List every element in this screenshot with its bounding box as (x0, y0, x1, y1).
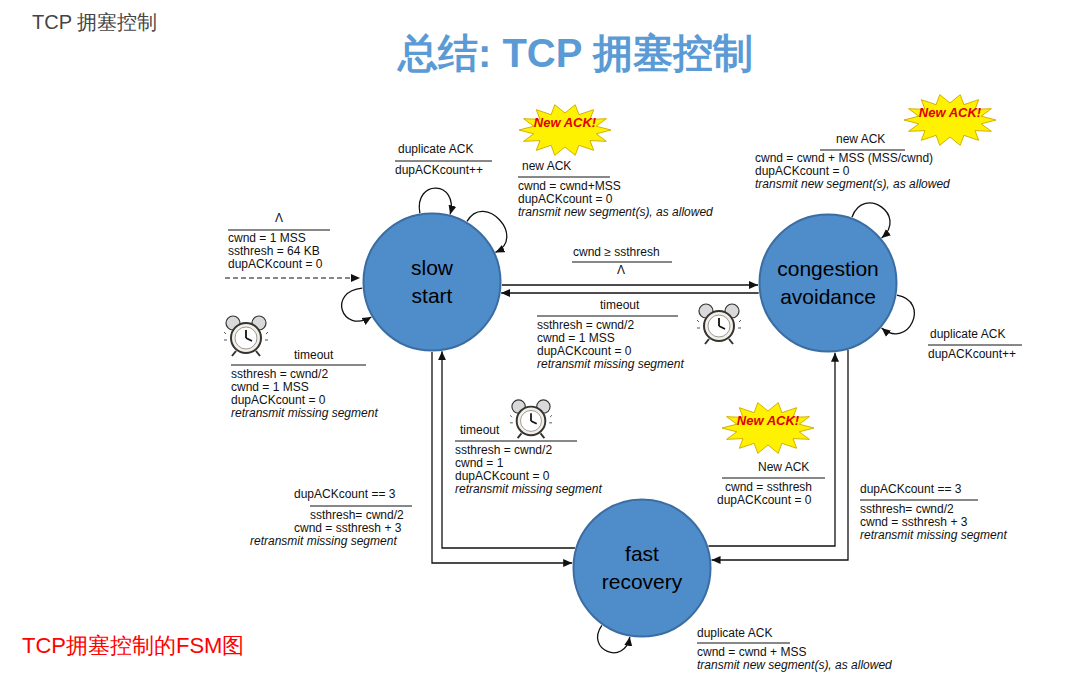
action-text: ssthresh= cwnd/2 (860, 503, 954, 516)
action-text: dupACKcount = 0 (228, 258, 322, 271)
action-text: Λ (617, 264, 625, 277)
header-label: TCP 拥塞控制 (32, 10, 157, 34)
action-text: dupACKcount = 0 (717, 494, 811, 507)
event-label: cwnd ≥ ssthresh (573, 246, 660, 259)
action-text: transmit new segment(s), as allowed (697, 659, 892, 672)
circle-outline (572, 498, 712, 638)
transition-arrow (432, 352, 572, 563)
event-label: dupACKcount == 3 (860, 483, 961, 496)
event-label: new ACK (522, 160, 571, 173)
transition-arrow (502, 284, 758, 285)
action-text: ssthresh = cwnd/2 (231, 368, 328, 381)
event-label: dupACKcount == 3 (294, 488, 395, 501)
transition-arrow (419, 188, 451, 214)
new-ack-text: New ACK! (525, 116, 605, 129)
event-label: New ACK (758, 461, 809, 474)
action-text: dupACKcount = 0 (755, 165, 849, 178)
action-text: dupACKcount = 0 (518, 193, 612, 206)
new-ack-burst (519, 95, 996, 454)
state-name: congestion avoidance (766, 255, 891, 311)
action-text: retransmit missing segment (250, 535, 397, 548)
action-text: Λ (275, 212, 283, 225)
fraction-bars (228, 150, 1022, 643)
state-name: slow start (392, 254, 472, 310)
circle-outline (362, 212, 502, 352)
state-circle: congestion avoidance (758, 213, 898, 353)
state-name: fast recovery (596, 540, 688, 596)
action-text: dupACKcount = 0 (455, 470, 549, 483)
action-text: cwnd = 1 MSS (228, 232, 306, 245)
title: 总结: TCP 拥塞控制 (398, 28, 753, 78)
action-text: ssthresh = cwnd/2 (455, 444, 552, 457)
starburst (722, 403, 814, 454)
initial-arrow (225, 277, 360, 278)
action-text: transmit new segment(s), as allowed (518, 206, 713, 219)
transition-arrow (501, 292, 759, 293)
new-ack-text: New ACK! (728, 414, 808, 427)
transition-arrow (442, 351, 575, 548)
action-text: retransmit missing segment (231, 407, 378, 420)
action-text: cwnd = cwnd + MSS (697, 646, 806, 659)
starburst (904, 95, 996, 146)
caption: TCP拥塞控制的FSM图 (22, 632, 244, 660)
transition-arrow (712, 350, 848, 560)
alarm-clock (697, 304, 741, 344)
event-label: timeout (600, 299, 639, 312)
action-text: retransmit missing segment (860, 529, 1007, 542)
state-circle: fast recovery (572, 498, 712, 638)
action-text: cwnd = cwnd+MSS (518, 180, 621, 193)
new-ack-text: New ACK! (910, 106, 990, 119)
action-text: cwnd = 1 MSS (537, 332, 615, 345)
action-text: transmit new segment(s), as allowed (755, 178, 950, 191)
action-text: dupACKcount++ (928, 348, 1016, 361)
event-label: new ACK (836, 133, 885, 146)
action-text: cwnd = ssthresh + 3 (294, 522, 401, 535)
action-text: cwnd = 1 MSS (231, 381, 309, 394)
action-text: ssthresh = cwnd/2 (537, 319, 634, 332)
starburst (519, 105, 611, 156)
action-text: ssthresh = 64 KB (228, 245, 320, 258)
action-text: dupACKcount = 0 (231, 394, 325, 407)
alarm-clock (224, 316, 268, 356)
action-text: cwnd = ssthresh (725, 481, 812, 494)
action-text: retransmit missing segment (455, 483, 602, 496)
transition-arrow (708, 353, 835, 546)
event-label: duplicate ACK (930, 328, 1005, 341)
event-label: timeout (294, 349, 333, 362)
event-label: duplicate ACK (398, 143, 473, 156)
action-text: cwnd = 1 (455, 457, 503, 470)
event-label: duplicate ACK (697, 627, 772, 640)
action-text: ssthresh= cwnd/2 (310, 509, 404, 522)
alarm-clock (510, 400, 552, 438)
state-circle: slow start (362, 212, 502, 352)
event-label: timeout (460, 424, 499, 437)
action-text: dupACKcount = 0 (537, 345, 631, 358)
action-text: dupACKcount++ (395, 164, 483, 177)
action-text: cwnd = ssthresh + 3 (860, 516, 967, 529)
circle-outline (758, 213, 898, 353)
action-text: cwnd = cwnd + MSS (MSS/cwnd) (755, 152, 933, 165)
action-text: retransmit missing segment (537, 358, 684, 371)
